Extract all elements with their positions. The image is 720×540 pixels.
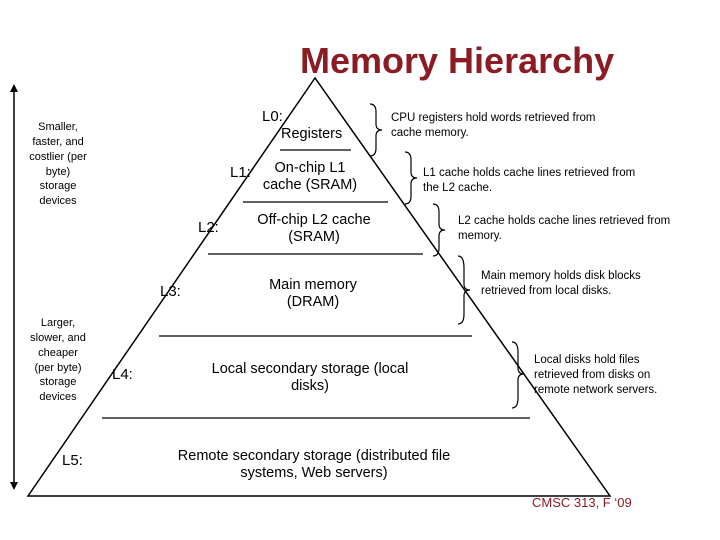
brace-icon bbox=[404, 151, 418, 205]
tier-l2-cache: Off-chip L2 cache (SRAM) bbox=[257, 212, 371, 245]
tier-l1-cache: On-chip L1 cache (SRAM) bbox=[262, 160, 358, 193]
side-label-bottom: Larger, slower, and cheaper (per byte) s… bbox=[30, 317, 86, 404]
brace-icon bbox=[369, 103, 383, 157]
note-l1: L1 cache holds cache lines retrieved fro… bbox=[423, 167, 636, 194]
brace-icon bbox=[457, 255, 471, 325]
level-label-l5: L5: bbox=[62, 452, 83, 469]
level-label-l1: L1: bbox=[230, 164, 251, 181]
tier-local-storage: Local secondary storage (local disks) bbox=[211, 361, 409, 394]
side-label-top: Smaller, faster, and costlier (per byte)… bbox=[29, 121, 87, 208]
level-label-l2: L2: bbox=[198, 219, 219, 236]
brace-icon bbox=[432, 203, 446, 257]
page-title: Memory Hierarchy bbox=[300, 40, 615, 81]
footer-caption: CMSC 313, F ‘09 bbox=[532, 495, 632, 510]
level-label-l4: L4: bbox=[112, 366, 133, 383]
note-l3: Main memory holds disk blocks retrieved … bbox=[481, 270, 641, 297]
level-label-l0: L0: bbox=[262, 108, 283, 125]
tier-remote-storage: Remote secondary storage (distributed fi… bbox=[177, 448, 451, 481]
note-l0: CPU registers hold words retrieved from … bbox=[391, 112, 596, 139]
pyramid-outline bbox=[26, 76, 612, 497]
brace-icon bbox=[511, 341, 525, 409]
note-l4: Local disks hold files retrieved from di… bbox=[534, 354, 658, 396]
level-label-l3: L3: bbox=[160, 283, 181, 300]
tier-main-memory: Main memory (DRAM) bbox=[269, 277, 357, 310]
note-l2: L2 cache holds cache lines retrieved fro… bbox=[458, 215, 671, 242]
tier-registers: Registers bbox=[281, 126, 343, 142]
